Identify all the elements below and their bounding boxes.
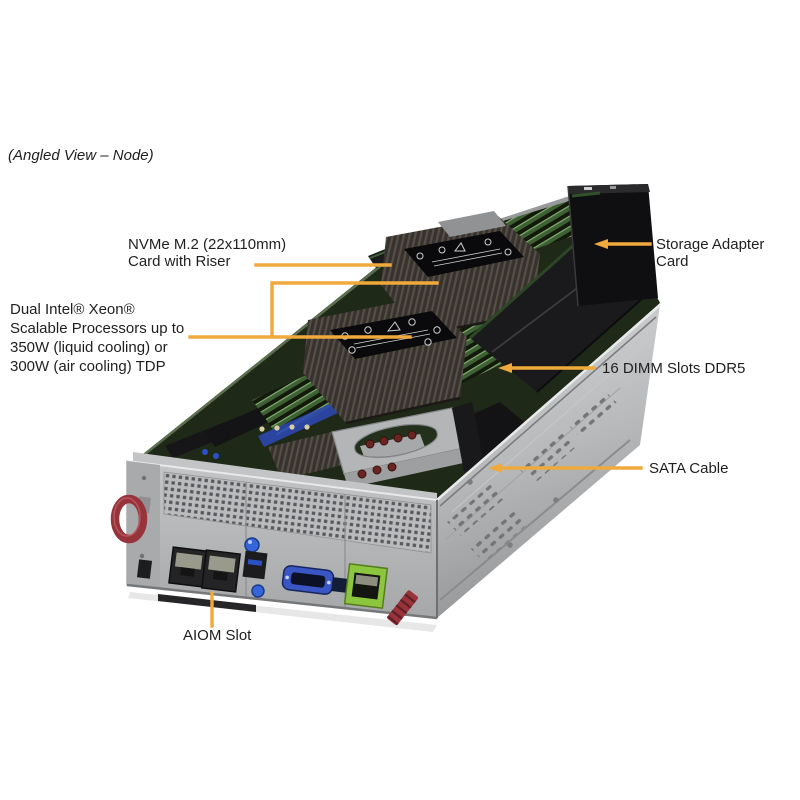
release-handle-left: [110, 494, 151, 544]
front-panel: [126, 460, 438, 620]
callout-label-nvme-riser: NVMe M.2 (22x110mm) Card with Riser: [128, 236, 287, 270]
front-vent-grille: [163, 471, 432, 554]
callout-leaders: [188, 239, 652, 628]
oval-bracket-shroud: [331, 402, 484, 488]
callout-label-storage-adapter: Storage Adapter Card: [656, 236, 765, 270]
leader-dimm-arrow: [498, 363, 512, 373]
rj45-lan-port-2: [200, 549, 242, 593]
view-caption: (Angled View – Node): [8, 147, 154, 164]
release-latch-right: [386, 590, 419, 626]
callout-label-aiom-slot: AIOM Slot: [183, 627, 252, 644]
callout-label-sata-cable: SATA Cable: [649, 460, 729, 477]
rj45-lan-port-1: [168, 546, 208, 588]
leader-storage-arrow: [594, 239, 608, 249]
vga-port: [281, 565, 335, 595]
thumbscrew-knobs: [242, 537, 268, 598]
leader-cpu-processors: [188, 281, 439, 339]
aiom-slot: [158, 594, 256, 612]
ipmi-lan-port: [343, 562, 389, 610]
cpu-heatsink-front: [303, 297, 467, 425]
leader-sata-arrow: [488, 463, 502, 473]
callout-label-cpu-processors: Dual Intel® Xeon® Scalable Processors up…: [10, 301, 185, 375]
chassis-side-wall: [436, 304, 661, 618]
usb-port: [331, 577, 350, 594]
callout-label-dimm-slots: 16 DIMM Slots DDR5: [602, 360, 746, 377]
